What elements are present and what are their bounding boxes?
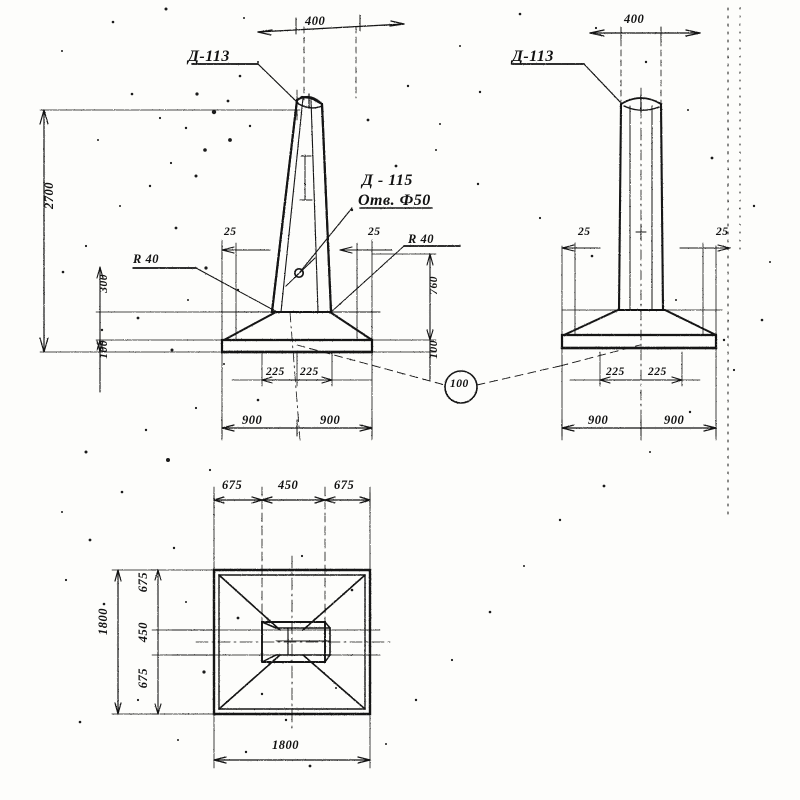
front-dim-column-width-top: 400 (305, 14, 326, 28)
side-view-top-mark: Д-113 (512, 48, 554, 65)
side-dim-base-half-left: 225 (606, 366, 625, 378)
front-radius-left: R 40 (133, 252, 159, 266)
side-dim-offset-left: 25 (578, 226, 591, 238)
plan-dim-top-left: 675 (222, 478, 243, 492)
front-dim-slab-edge: 100 (98, 340, 110, 359)
front-dim-haunch-height: 760 (428, 276, 440, 295)
plan-dim-left-top: 675 (136, 572, 150, 593)
front-dim-slab-thickness: 100 (428, 340, 440, 359)
front-dim-base-half-left: 225 (266, 366, 285, 378)
detail-bubble-label: 100 (450, 378, 469, 390)
front-view-geometry (39, 14, 641, 441)
front-dim-base-half-right: 225 (300, 366, 319, 378)
plan-dim-top-center: 450 (278, 478, 299, 492)
plan-dim-left-bottom: 675 (136, 668, 150, 689)
side-dim-offset-right: 25 (716, 226, 729, 238)
side-dim-footing-half-left: 900 (588, 413, 609, 427)
plan-dim-top-right: 675 (334, 478, 355, 492)
front-dim-total-height: 2700 (42, 182, 56, 209)
plan-view-geometry (111, 486, 391, 769)
side-view-geometry (511, 26, 731, 441)
plan-dim-overall-bottom: 1800 (272, 738, 299, 752)
side-dim-base-half-right: 225 (648, 366, 667, 378)
side-dim-column-width-top: 400 (624, 12, 645, 26)
plan-dim-left-center: 450 (136, 622, 150, 643)
front-view-hole-note: Отв. Ф50 (358, 192, 431, 209)
front-dim-offset-left: 25 (224, 226, 237, 238)
sheet-border (727, 7, 741, 517)
front-view-hole-mark: Д - 115 (362, 172, 413, 189)
front-dim-footing-half-right: 900 (320, 413, 341, 427)
plan-dim-overall-left: 1800 (96, 608, 110, 635)
front-dim-pedestal-height: 300 (98, 274, 110, 293)
front-dim-footing-half-left: 900 (242, 413, 263, 427)
side-dim-footing-half-right: 900 (664, 413, 685, 427)
front-radius-right: R 40 (408, 232, 434, 246)
front-view-top-mark: Д-113 (188, 48, 230, 65)
front-dim-offset-right: 25 (368, 226, 381, 238)
